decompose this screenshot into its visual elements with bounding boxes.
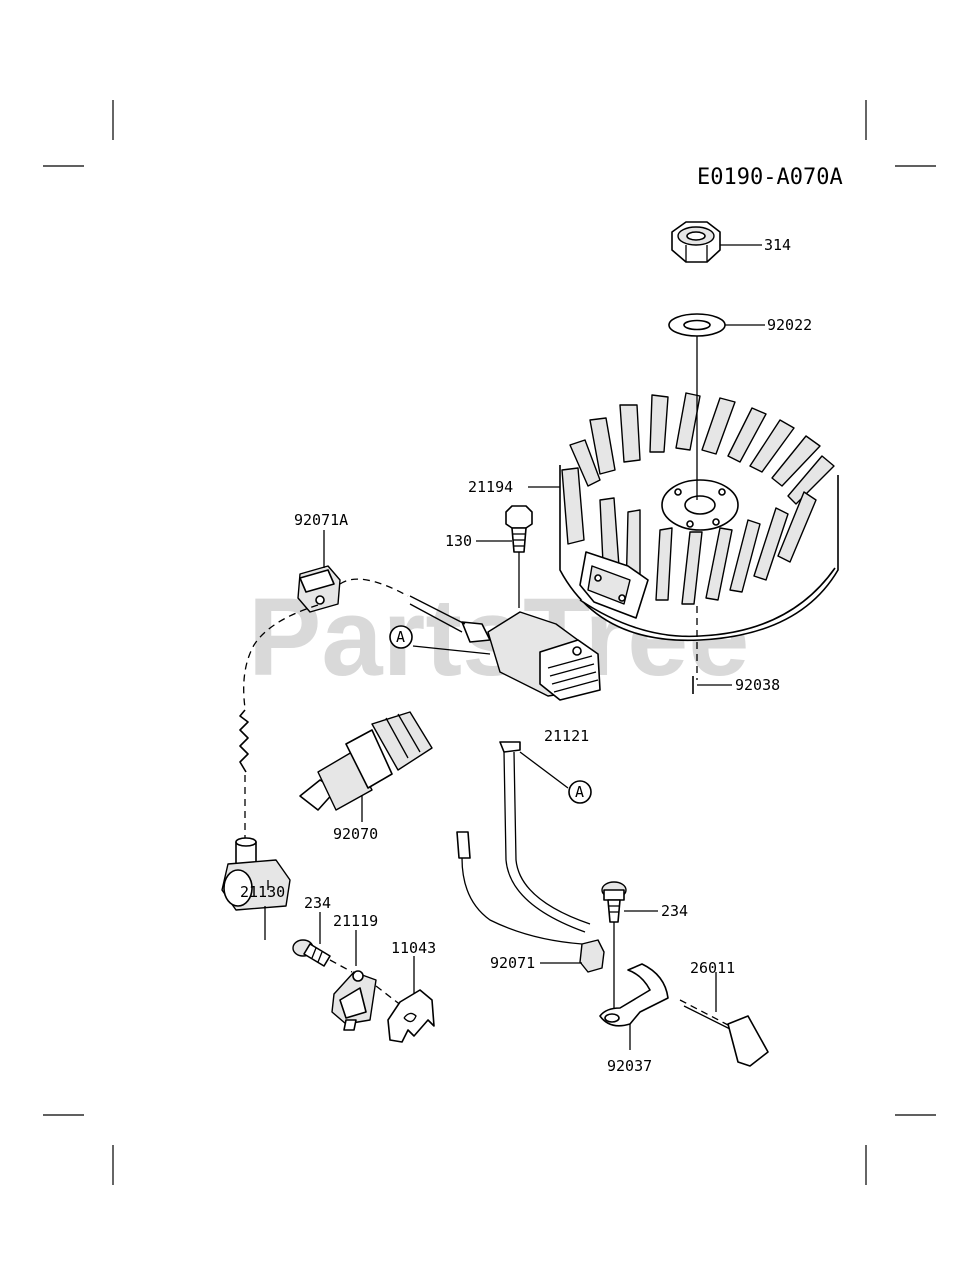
- flywheel-21194[interactable]: [528, 392, 839, 642]
- label-92037: 92037: [607, 1057, 652, 1075]
- nut-314[interactable]: [671, 221, 762, 263]
- terminal-26011[interactable]: [679, 972, 769, 1067]
- svg-text:A: A: [396, 628, 405, 646]
- label-314: 314: [764, 236, 791, 254]
- label-92022: 92022: [767, 316, 812, 334]
- svg-text:A: A: [575, 783, 584, 801]
- ref-marker-a-lower: A: [568, 780, 592, 804]
- label-130: 130: [445, 532, 472, 550]
- crop-marks: [43, 100, 936, 1185]
- spark-plug-92070[interactable]: [299, 711, 433, 822]
- label-21194: 21194: [468, 478, 513, 496]
- label-92070: 92070: [333, 825, 378, 843]
- switch-21119[interactable]: [331, 930, 403, 1031]
- ignition-coil[interactable]: [409, 595, 601, 701]
- label-26011: 26011: [690, 959, 735, 977]
- lead-92037[interactable]: [599, 963, 669, 1050]
- diagram-code: E0190-A070A: [697, 165, 843, 190]
- label-21121: 21121: [544, 727, 589, 745]
- label-234-left: 234: [304, 894, 331, 912]
- ref-marker-a-upper: A: [389, 625, 413, 649]
- label-11043: 11043: [391, 939, 436, 957]
- label-92038: 92038: [735, 676, 780, 694]
- spring[interactable]: [239, 709, 249, 840]
- bracket-11043[interactable]: [387, 956, 435, 1043]
- grommet-92071[interactable]: [540, 939, 605, 973]
- screw-234-right[interactable]: [601, 881, 658, 1010]
- wire-assy-21121[interactable]: [456, 741, 591, 945]
- ht-wire-upper: [339, 578, 409, 597]
- label-21119: 21119: [333, 912, 378, 930]
- key-92038[interactable]: [692, 676, 732, 694]
- plug-cap-21130[interactable]: [221, 837, 291, 940]
- washer-92022[interactable]: [668, 313, 765, 337]
- bolt-130[interactable]: [476, 505, 533, 608]
- screw-234-left[interactable]: [292, 912, 353, 973]
- label-21130: 21130: [240, 883, 285, 901]
- label-234-right: 234: [661, 902, 688, 920]
- plug-cap-92071a[interactable]: [297, 530, 341, 613]
- label-92071: 92071: [490, 954, 535, 972]
- label-92071a: 92071A: [294, 511, 348, 529]
- ht-wire-lower: [243, 604, 319, 709]
